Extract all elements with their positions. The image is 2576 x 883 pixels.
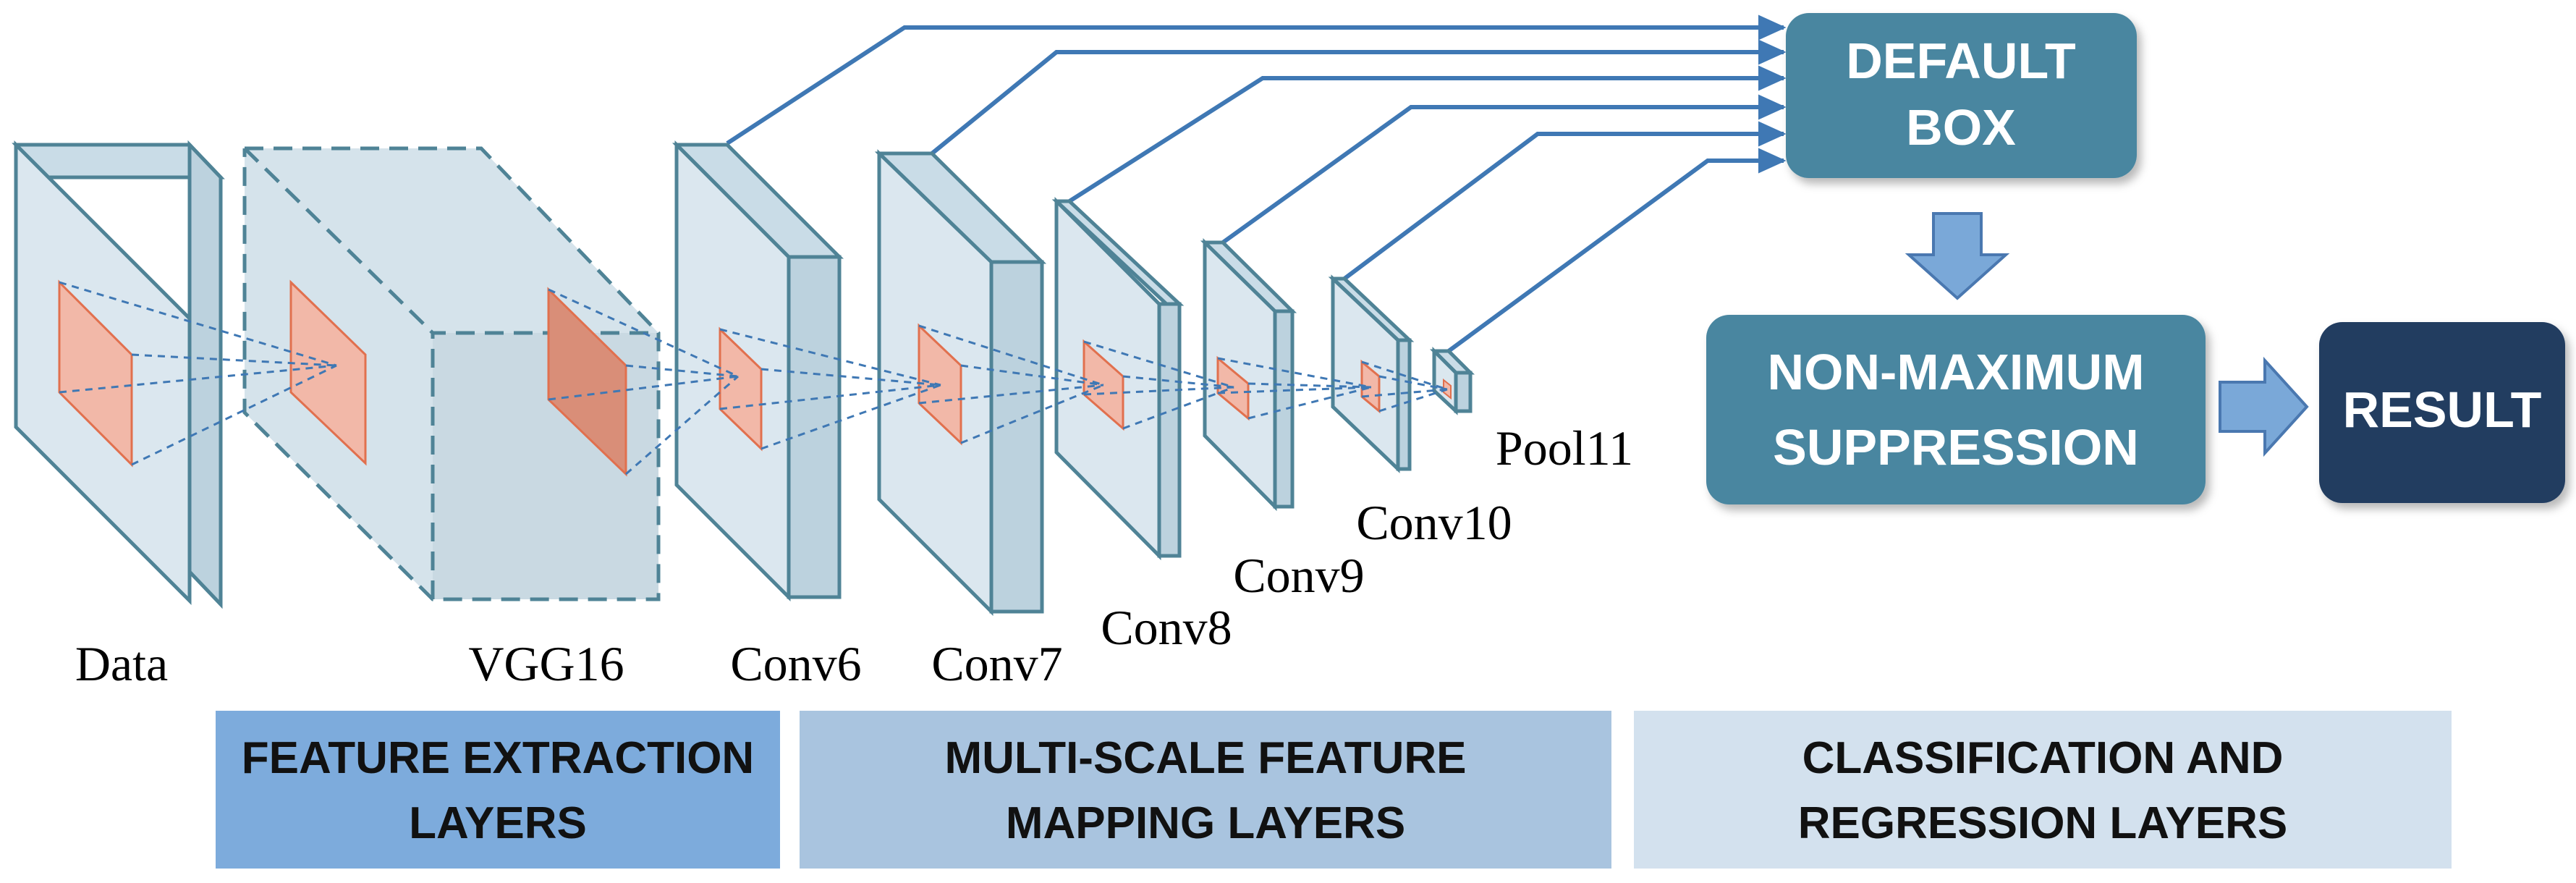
vgg16-outline <box>242 146 661 601</box>
layer-data-side <box>187 140 223 609</box>
band-classification-rect <box>1634 711 2452 869</box>
connector-pool11 <box>1447 148 1787 353</box>
label-vgg16: VGG16 <box>468 636 624 691</box>
default-box-rect <box>1786 13 2137 178</box>
connector-conv8 <box>1068 65 1787 203</box>
layer-conv9 <box>1200 238 1297 512</box>
nms-box-rect <box>1706 315 2206 504</box>
result-box-line1: RESULT <box>2343 381 2542 438</box>
connector-conv10 <box>1343 121 1787 281</box>
label-data: Data <box>75 636 168 691</box>
band-classification-line1: CLASSIFICATION AND <box>1802 733 2284 783</box>
label-conv6: Conv6 <box>730 636 861 691</box>
layer-conv8-side <box>1157 302 1182 558</box>
receptive-field-lines <box>59 281 1448 476</box>
band-multi-scale-line1: MULTI-SCALE FEATURE <box>945 733 1467 783</box>
layer-conv9-front <box>1203 238 1277 512</box>
default-box: DEFAULT BOX <box>1786 13 2137 178</box>
band-feature-extraction-line2: LAYERS <box>409 798 587 848</box>
band-multi-scale-rect <box>800 711 1611 869</box>
connector-conv6 <box>726 14 1787 145</box>
layer-conv6 <box>671 140 844 602</box>
band-classification-line2: REGRESSION LAYERS <box>1798 798 2287 848</box>
nms-box-line1: NON-MAXIMUM <box>1767 344 2144 400</box>
label-conv7: Conv7 <box>931 636 1062 691</box>
nms-box-line2: SUPPRESSION <box>1773 419 2139 476</box>
label-conv10: Conv10 <box>1356 495 1512 550</box>
layer-data <box>12 140 225 609</box>
layer-pool11-side <box>1454 371 1473 413</box>
layer-vgg16 <box>242 146 661 601</box>
down-arrow-icon <box>1905 212 2010 300</box>
label-conv8: Conv8 <box>1101 600 1232 655</box>
result-box: RESULT <box>2319 322 2565 503</box>
vgg16-patch-1 <box>289 279 367 466</box>
layer-conv7 <box>874 149 1047 617</box>
band-multi-scale: MULTI-SCALE FEATURE MAPPING LAYERS <box>800 711 1611 869</box>
nms-box: NON-MAXIMUM SUPPRESSION <box>1706 315 2206 504</box>
layer-conv6-side <box>787 255 842 599</box>
default-box-line1: DEFAULT <box>1846 33 2076 89</box>
layer-conv10 <box>1328 274 1415 473</box>
layer-conv8 <box>1051 196 1185 561</box>
band-feature-extraction: FEATURE EXTRACTION LAYERS <box>216 711 780 869</box>
layer-pool11 <box>1429 346 1475 415</box>
label-pool11: Pool11 <box>1496 421 1633 476</box>
result-box-rect <box>2319 322 2565 503</box>
vgg16-edge-top <box>243 147 434 334</box>
right-arrow-icon <box>2219 356 2309 457</box>
default-box-line2: BOX <box>1906 99 2016 156</box>
band-feature-extraction-rect <box>216 711 780 869</box>
label-conv9: Conv9 <box>1233 548 1364 603</box>
layer-conv7-side <box>989 260 1044 614</box>
band-classification: CLASSIFICATION AND REGRESSION LAYERS <box>1634 711 2452 869</box>
connector-lines <box>726 14 1787 353</box>
band-multi-scale-line2: MAPPING LAYERS <box>1006 798 1405 848</box>
band-feature-extraction-line1: FEATURE EXTRACTION <box>242 733 754 783</box>
connector-conv9 <box>1221 94 1787 245</box>
connector-conv7 <box>931 39 1787 156</box>
